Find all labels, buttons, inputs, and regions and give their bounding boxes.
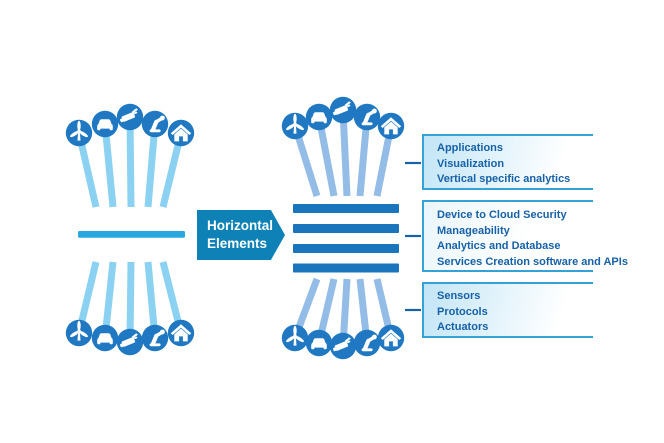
label-box-connectors — [405, 161, 421, 312]
wind-turbine-icon — [65, 319, 93, 347]
right-top-device-nodes — [281, 96, 405, 140]
arrow-label-line1: Horizontal — [207, 218, 273, 233]
wind-turbine-icon — [65, 119, 93, 147]
platform-services-label-box: Device to Cloud Security Manageability A… — [422, 200, 628, 272]
label-item: Protocols — [437, 305, 488, 318]
house-icon — [377, 324, 405, 352]
horizontal-bar — [293, 263, 399, 273]
label-item: Applications — [437, 142, 504, 154]
car-icon — [91, 324, 119, 352]
security-camera-icon — [116, 328, 144, 356]
label-item: Manageability — [437, 224, 510, 237]
applications-label-box: Applications Visualization Vertical spec… — [422, 134, 593, 190]
label-item: Device to Cloud Security — [437, 209, 567, 221]
right-horizontal-bars — [293, 204, 399, 273]
security-camera-icon — [116, 103, 144, 131]
house-icon — [167, 119, 195, 147]
house-icon — [167, 319, 195, 347]
horizontal-bar — [293, 224, 399, 233]
house-icon — [377, 112, 405, 140]
arrow-label-line2: Elements — [207, 235, 268, 251]
left-horizontal-bar — [78, 231, 185, 238]
label-item: Analytics and Database — [437, 240, 561, 253]
label-item: Vertical specific analytics — [437, 173, 571, 186]
car-icon — [305, 329, 333, 357]
wind-turbine-icon — [281, 112, 309, 140]
label-item: Visualization — [437, 157, 505, 170]
right-bottom-device-nodes — [281, 324, 405, 360]
robot-arm-icon — [353, 329, 381, 357]
horizontal-bar — [293, 204, 399, 213]
wind-turbine-icon — [281, 324, 309, 352]
robot-arm-icon — [141, 110, 169, 138]
robot-arm-icon — [141, 324, 169, 352]
robot-arm-icon — [353, 103, 381, 131]
security-camera-icon — [329, 332, 357, 360]
left-bottom-device-nodes — [65, 319, 195, 356]
horizontal-elements-arrow: Horizontal Elements — [197, 210, 285, 260]
car-icon — [305, 103, 333, 131]
left-top-device-nodes — [65, 103, 195, 147]
sensors-label-box: Sensors Protocols Actuators — [422, 282, 593, 338]
horizontal-bar — [293, 244, 399, 253]
car-icon — [91, 110, 119, 138]
label-item: Sensors — [437, 290, 481, 302]
label-item: Services Creation software and APIs — [437, 255, 628, 268]
label-item: Actuators — [437, 321, 489, 334]
security-camera-icon — [329, 96, 357, 124]
